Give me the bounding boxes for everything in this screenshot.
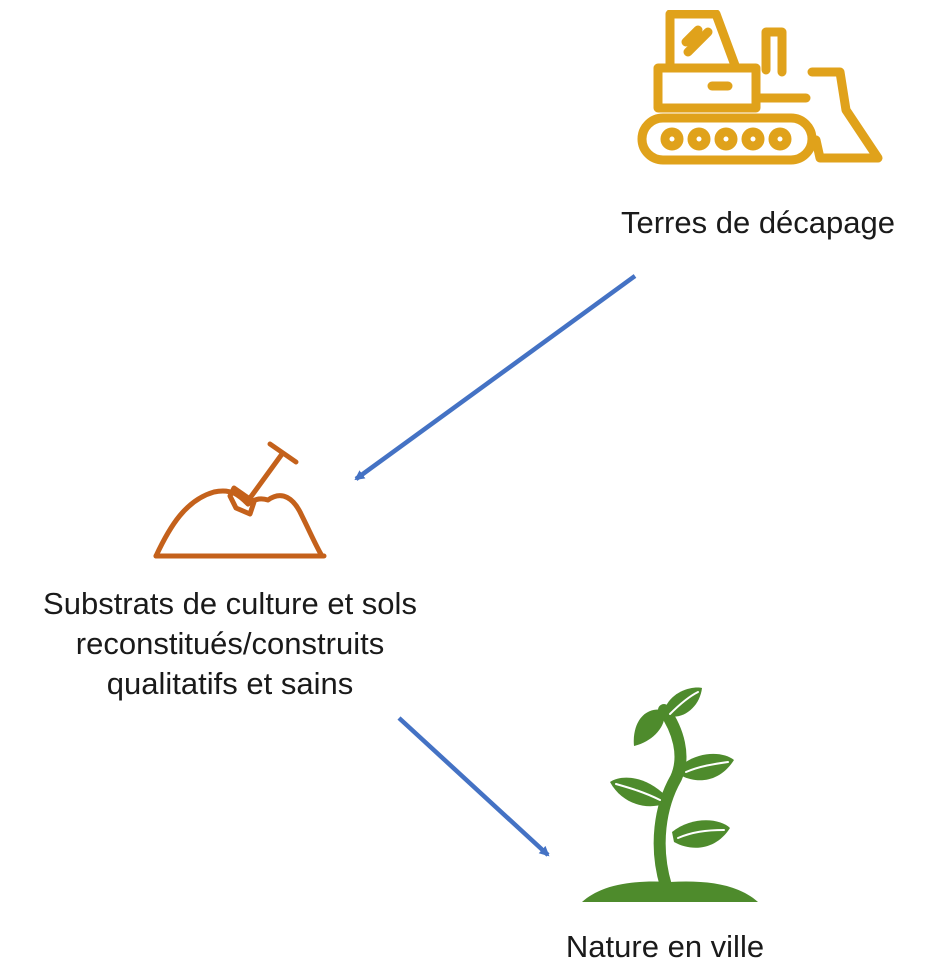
- bulldozer-icon: [636, 9, 884, 170]
- node-label-line: reconstitués/construits: [75, 626, 385, 661]
- node-label-line: qualitatifs et sains: [106, 666, 354, 701]
- node-label-nature-en-ville: Nature en ville: [565, 929, 765, 964]
- node-label-line: Substrats de culture et sols: [43, 586, 417, 621]
- node-label-substrats: Substrats de culture et sols reconstitué…: [10, 584, 450, 704]
- node-label-terres-de-decapage: Terres de décapage: [620, 205, 896, 240]
- soil-shovel-icon: [152, 438, 328, 560]
- plant-icon: [582, 686, 758, 904]
- arrow-terres-to-substrats: [354, 274, 637, 481]
- arrow-substrats-to-nature: [397, 716, 550, 857]
